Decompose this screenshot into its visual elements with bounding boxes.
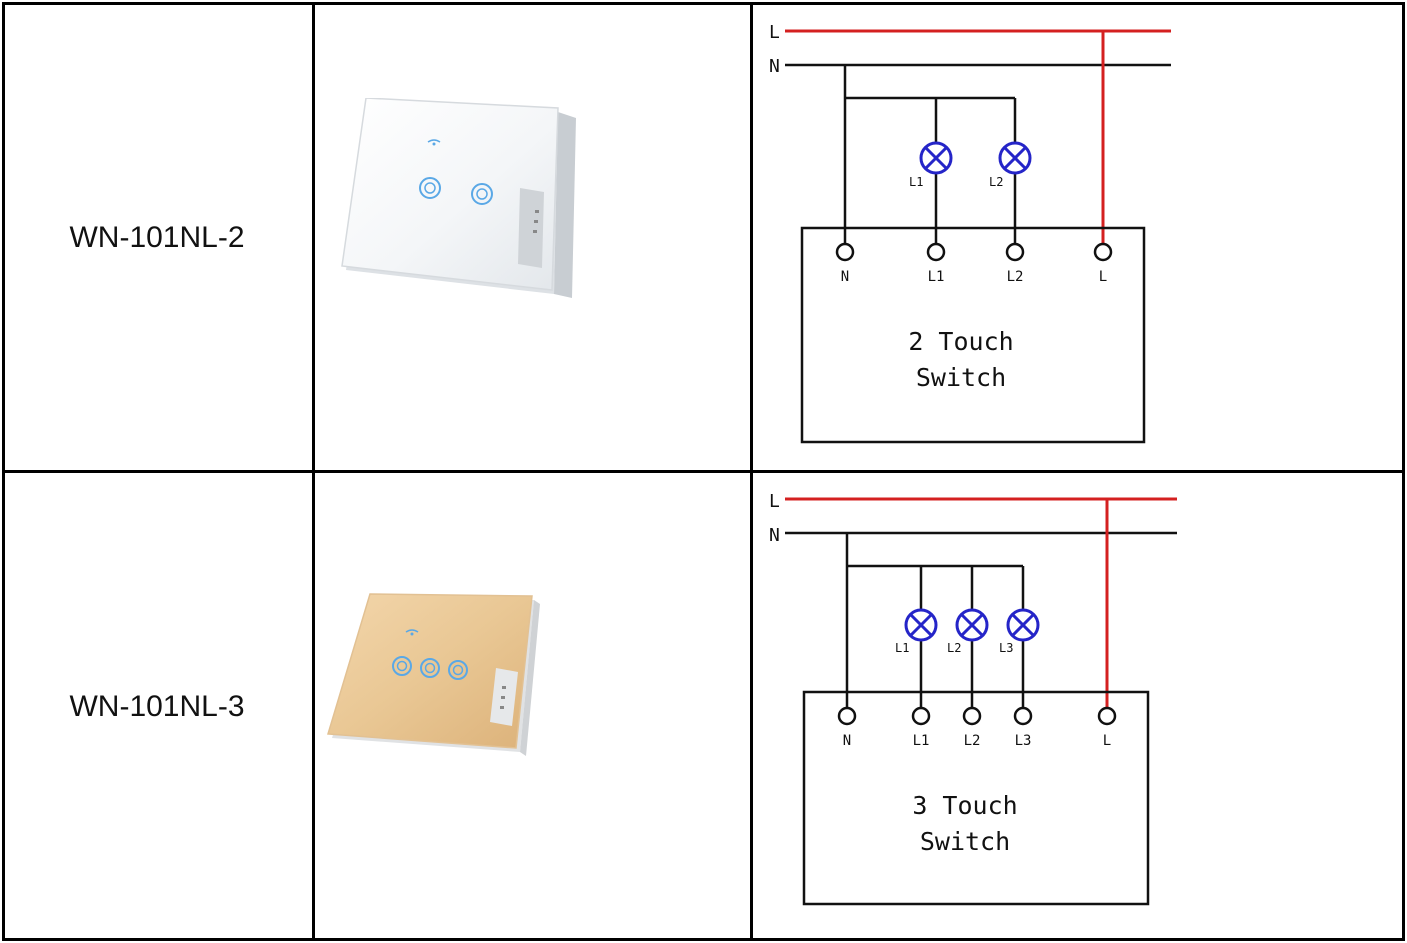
lamp-icon-2 [998,141,1032,175]
lamp-icon-1 [919,141,953,175]
lamp-label-1: L1 [895,641,909,655]
wire-label-neutral: N [769,525,780,546]
switch-box-title-line2: Switch [916,363,1006,392]
terminal-label-n: N [841,269,849,285]
model-label-row-1: WN-101NL-2 [69,221,245,254]
terminal-label-l: L [1099,269,1107,285]
switch-box-title-line2: Switch [920,827,1010,856]
terminal-label-l2: L2 [964,733,981,749]
terminal-label-l: L [1103,733,1111,749]
model-label-row-2: WN-101NL-3 [69,690,245,723]
table-border-top [2,2,1405,5]
terminal-n [835,242,855,262]
switch-photo-2-gang [341,98,576,298]
terminal-label-l2: L2 [1007,269,1024,285]
terminal-l2 [962,706,982,726]
terminal-l2 [1005,242,1025,262]
touch-button-1 [392,656,412,676]
terminal-l1 [911,706,931,726]
lamp-icon-2 [955,608,989,642]
wifi-icon [405,629,419,636]
terminal-l3 [1013,706,1033,726]
lamp-label-2: L2 [947,641,961,655]
terminal-l1 [926,242,946,262]
lamp-label-1: L1 [909,175,923,189]
wire-label-live: L [769,491,780,512]
switch-box-title-line1: 3 Touch [912,791,1017,820]
wifi-icon [427,139,441,146]
wire-label-live: L [769,22,780,43]
wire-label-neutral: N [769,56,780,77]
lamp-icon-1 [904,608,938,642]
switch-box-title-line1: 2 Touch [908,327,1013,356]
lamp-label-3: L3 [999,641,1013,655]
terminal-l [1097,706,1117,726]
terminal-label-l3: L3 [1015,733,1032,749]
terminal-l [1093,242,1113,262]
switch-photo-3-gang [327,593,540,756]
terminal-label-l1: L1 [913,733,930,749]
touch-button-3 [448,660,468,680]
touch-button-1 [419,177,441,199]
table-border-bottom [2,938,1405,941]
table-row-divider [2,470,1405,473]
terminal-label-n: N [843,733,851,749]
terminal-label-l1: L1 [928,269,945,285]
lamp-icon-3 [1006,608,1040,642]
terminal-n [837,706,857,726]
lamp-label-2: L2 [989,175,1003,189]
touch-button-2 [420,658,440,678]
wiring-diagram-2-gang: L N L1 L2 N L1 L2 L 2 Touch Switch [769,22,1171,444]
touch-button-2 [471,183,493,205]
wiring-diagram-3-gang: L N L1 L2 L3 [769,491,1177,906]
